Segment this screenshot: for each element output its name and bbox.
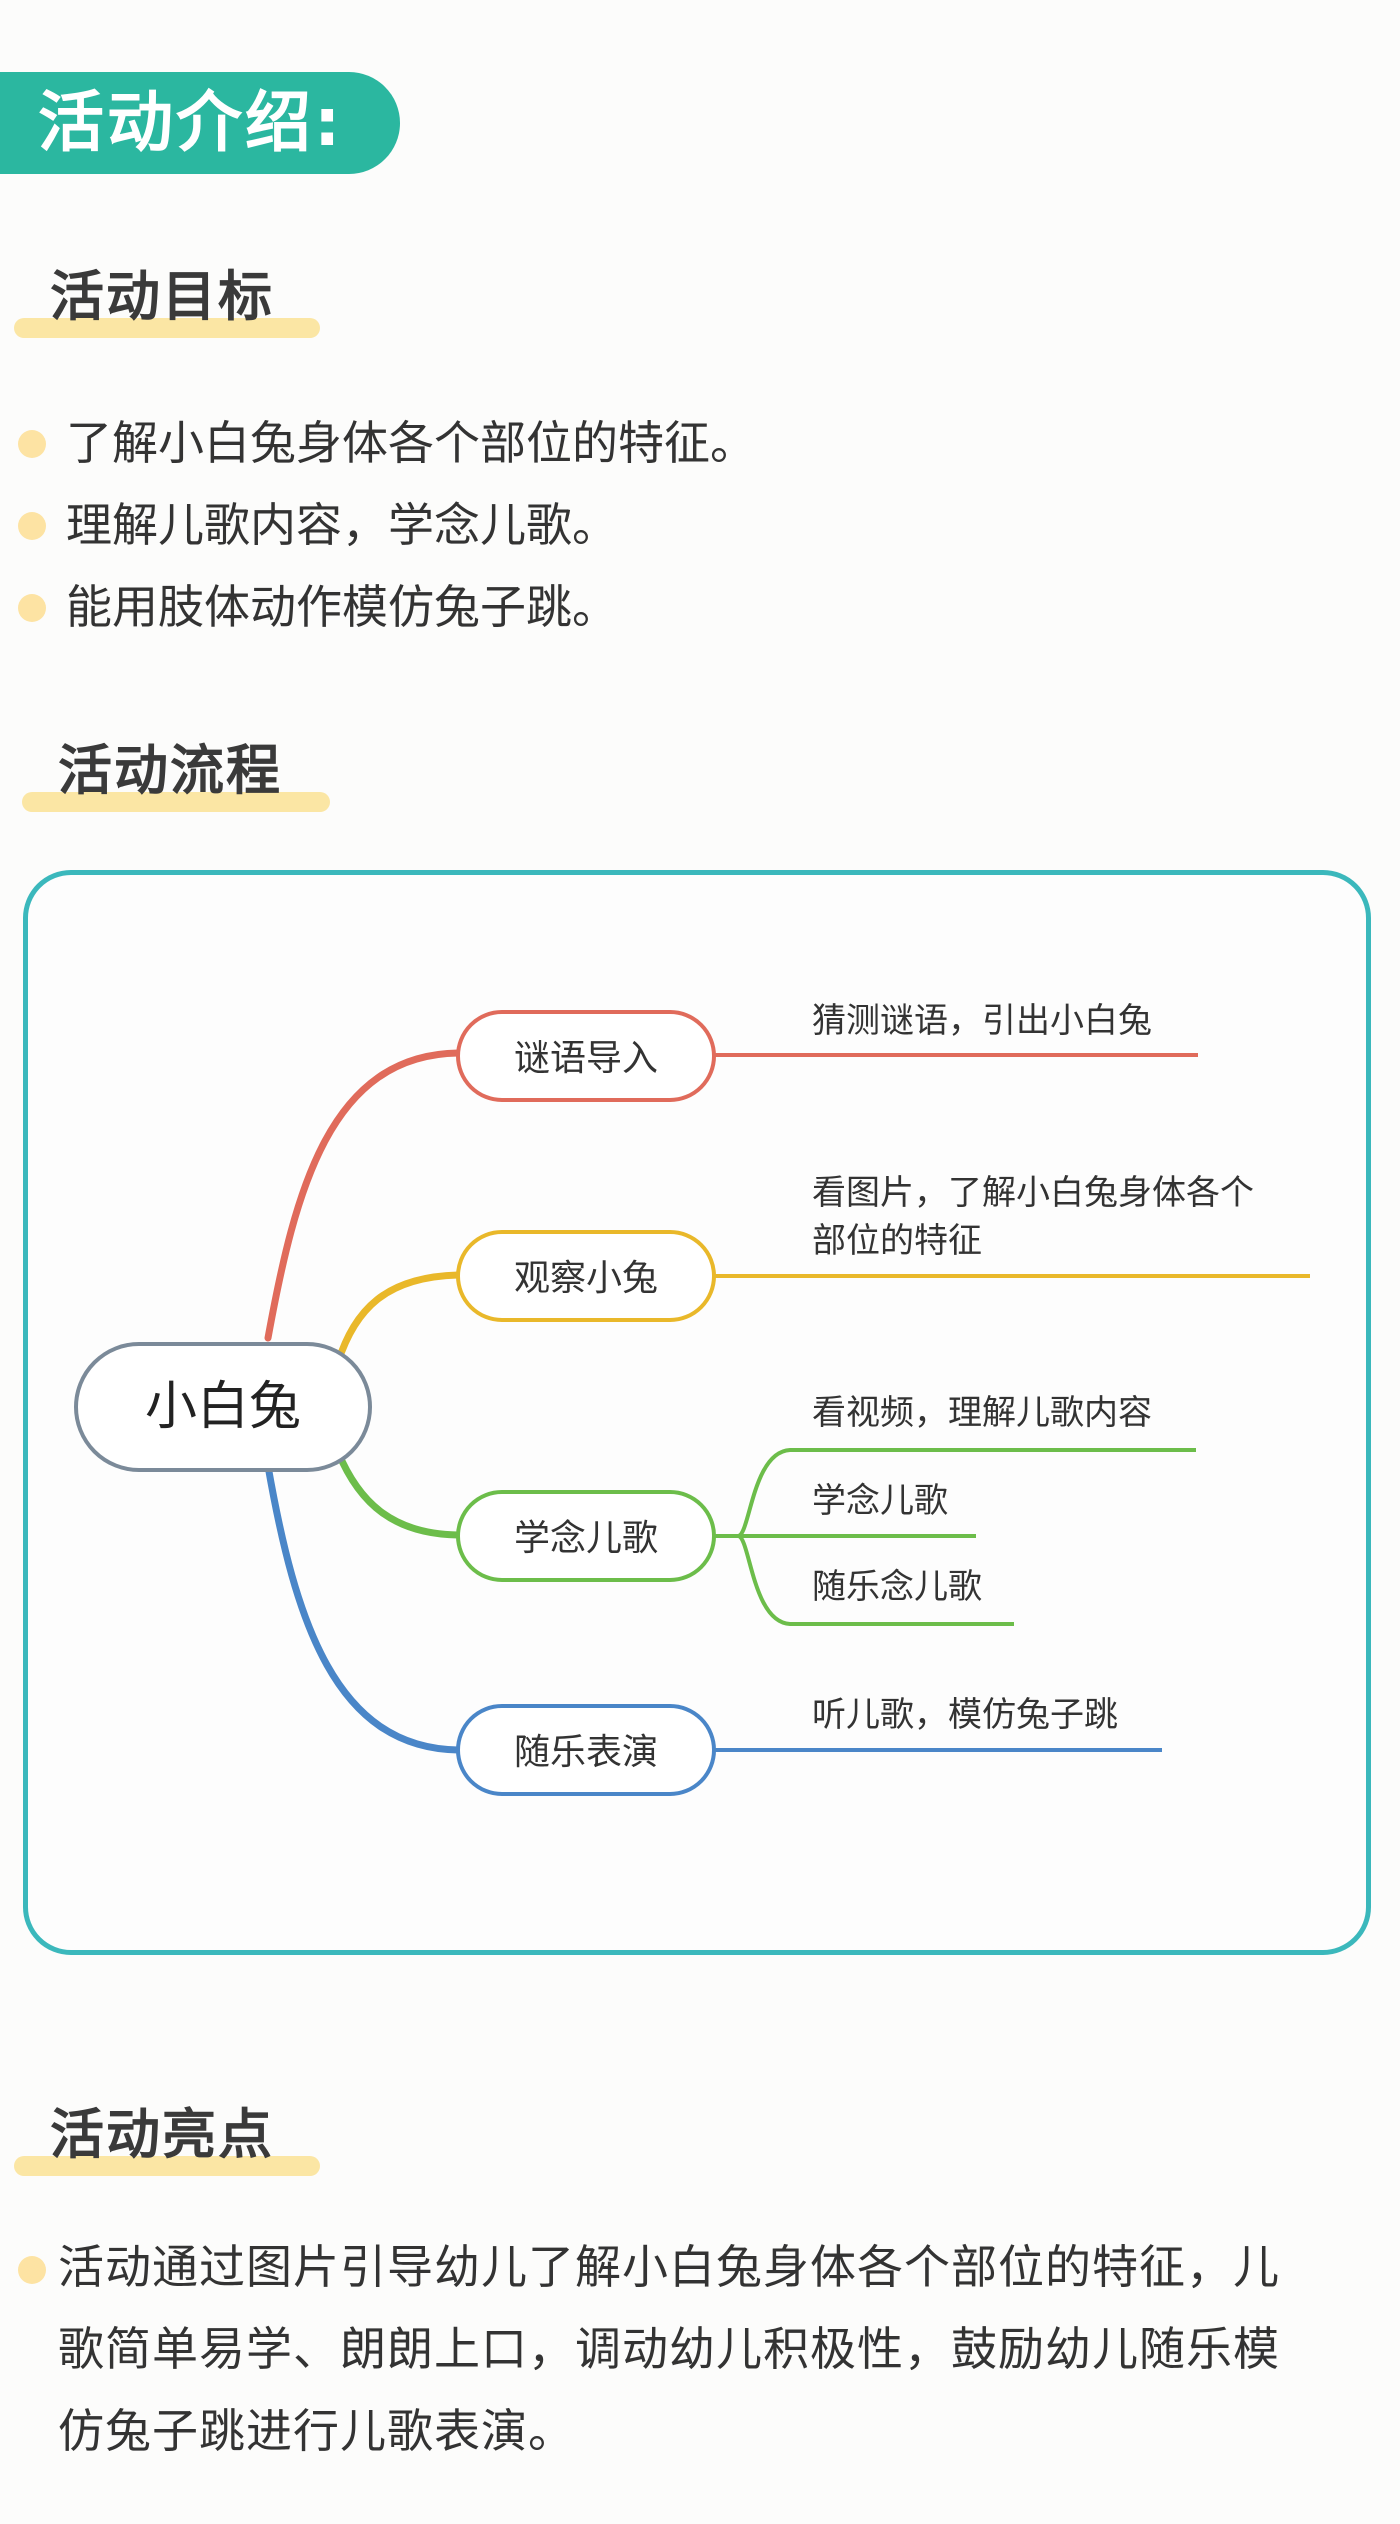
goal-text: 理解儿歌内容，学念儿歌。 — [66, 498, 618, 552]
branch-label-2: 观察小兔 — [514, 1258, 658, 1299]
mindmap-root-node — [74, 1342, 372, 1472]
branch-connector-2 — [334, 1271, 462, 1366]
highlights-section-title: 活动亮点 — [14, 2100, 320, 2180]
bullet-dot-icon — [18, 594, 46, 622]
leaf-text: 部位的特征 — [812, 1221, 982, 1261]
leaf-text: 学念儿歌 — [812, 1481, 948, 1521]
branch-connector-3 — [334, 1448, 462, 1539]
list-item: 了解小白兔身体各个部位的特征。 — [18, 402, 1318, 484]
goals-title-text: 活动目标 — [50, 265, 274, 328]
highlight-line: 仿兔子跳进行儿歌表演。 — [58, 2404, 575, 2458]
highlights-title-text: 活动亮点 — [50, 2103, 274, 2166]
title-highlight — [14, 2156, 320, 2176]
bullet-dot-icon — [18, 2256, 46, 2284]
branch-label-1: 谜语导入 — [514, 1038, 658, 1079]
goal-text: 了解小白兔身体各个部位的特征。 — [66, 416, 756, 470]
intro-title: 活动介绍: — [38, 84, 344, 161]
goals-list: 了解小白兔身体各个部位的特征。 理解儿歌内容，学念儿歌。 能用肢体动作模仿兔子跳… — [18, 402, 1318, 648]
highlight-line: 歌简单易学、朗朗上口，调动幼儿积极性，鼓励幼儿随乐模 — [58, 2322, 1280, 2376]
leaf-text: 猜测谜语，引出小白兔 — [812, 1001, 1152, 1041]
branch-connector-4 — [264, 1462, 462, 1754]
branch-label-4: 随乐表演 — [514, 1732, 658, 1773]
intro-header: 活动介绍: — [0, 72, 400, 174]
leaf-text: 随乐念儿歌 — [812, 1567, 982, 1607]
highlights-paragraph: 活动通过图片引导幼儿了解小白兔身体各个部位的特征，儿 歌简单易学、朗朗上口，调动… — [18, 2226, 1380, 2472]
leaf-text: 看图片，了解小白兔身体各个 — [812, 1173, 1254, 1213]
bullet-dot-icon — [18, 512, 46, 540]
highlight-line: 活动通过图片引导幼儿了解小白兔身体各个部位的特征，儿 — [58, 2240, 1280, 2294]
list-item: 理解儿歌内容，学念儿歌。 — [18, 484, 1318, 566]
bullet-dot-icon — [18, 430, 46, 458]
branch-connector-1 — [264, 1049, 462, 1342]
title-highlight — [22, 792, 330, 812]
leaf-text: 听儿歌，模仿兔子跳 — [812, 1695, 1118, 1735]
flow-section-title: 活动流程 — [22, 736, 330, 816]
goals-section-title: 活动目标 — [14, 262, 320, 342]
leaf-text: 看视频，理解儿歌内容 — [812, 1393, 1152, 1433]
leaf-fork — [714, 1448, 1196, 1538]
branch-label-3: 学念儿歌 — [514, 1518, 658, 1559]
title-highlight — [14, 318, 320, 338]
leaf-fork — [736, 1534, 1014, 1626]
list-item: 能用肢体动作模仿兔子跳。 — [18, 566, 1318, 648]
mindmap-root-label: 小白兔 — [145, 1377, 301, 1437]
goal-text: 能用肢体动作模仿兔子跳。 — [66, 580, 618, 634]
flow-title-text: 活动流程 — [58, 739, 282, 802]
